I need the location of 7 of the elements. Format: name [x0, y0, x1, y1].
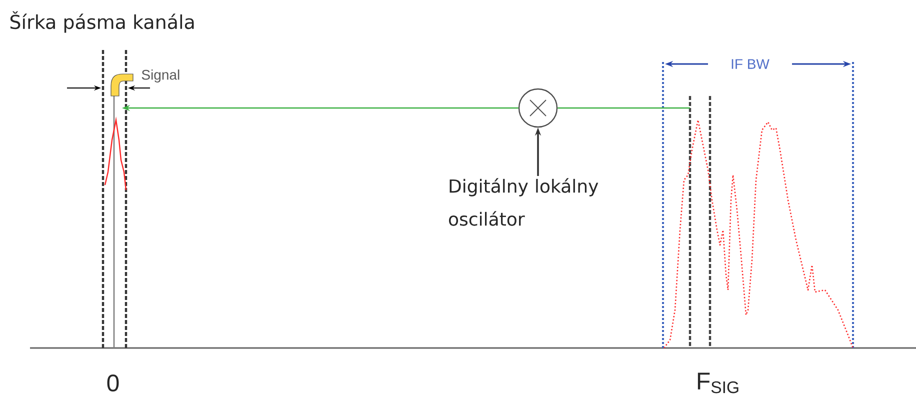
mixer-symbol — [518, 88, 558, 128]
dimension-label: IF BW — [726, 55, 774, 73]
title-text: Šírka pásma kanála — [10, 11, 194, 33]
oscillator-label: Digitálny lokálny oscilátor — [449, 178, 598, 226]
axis-label: F$_{SIG}$ — [698, 372, 738, 394]
signal-label: Signal — [142, 69, 180, 83]
axis-label: 0 — [107, 374, 119, 392]
